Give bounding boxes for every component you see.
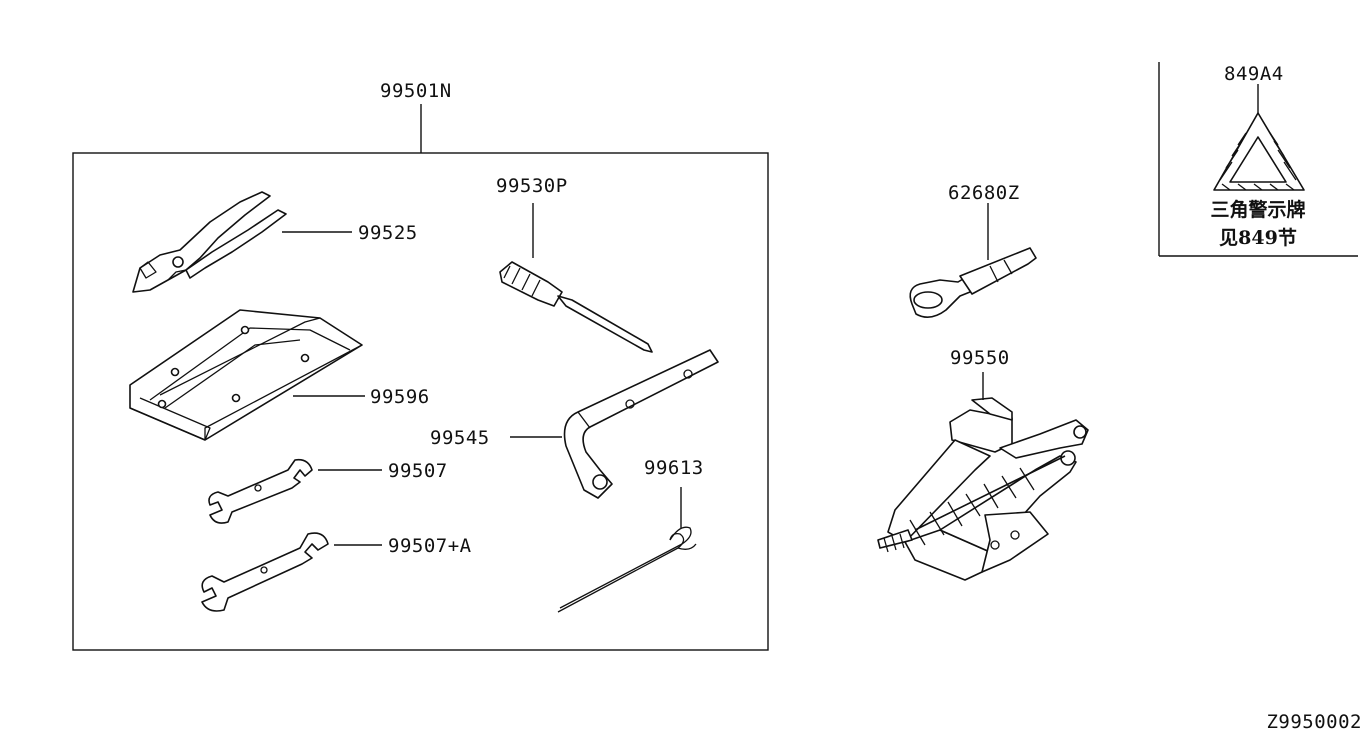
tow-hook-label[interactable]: 62680Z: [948, 182, 1020, 204]
warning-triangle-caption-2: 见849节: [1219, 227, 1297, 249]
jack-label[interactable]: 99550: [950, 347, 1010, 369]
wrench-1-drawing[interactable]: [208, 458, 313, 524]
screwdriver-drawing[interactable]: [499, 261, 653, 353]
jack-drawing[interactable]: [877, 397, 1089, 581]
diagram-id: Z9950002: [1266, 711, 1362, 733]
tow-hook-drawing[interactable]: [909, 247, 1037, 318]
pliers-label[interactable]: 99525: [358, 222, 418, 244]
tool-bag-label[interactable]: 99596: [370, 386, 430, 408]
warning-triangle-caption-1: 三角警示牌: [1210, 198, 1305, 221]
warning-triangle-icon[interactable]: [1213, 112, 1305, 191]
hook-rod-drawing[interactable]: [557, 526, 697, 613]
hook-rod-label[interactable]: 99613: [644, 457, 704, 479]
tool-bag-drawing[interactable]: [129, 309, 363, 441]
warning-triangle-reference: 849A4 三角警示牌 见849节: [1158, 62, 1358, 257]
jack-handle-label[interactable]: 99545: [430, 427, 490, 449]
jack-handle-drawing[interactable]: [563, 349, 719, 499]
kit-part-label[interactable]: 99501N: [380, 80, 452, 102]
wrench-2-label[interactable]: 99507+A: [388, 535, 472, 557]
wrench-2-drawing[interactable]: [201, 532, 329, 612]
wrench-1-label[interactable]: 99507: [388, 460, 448, 482]
pliers-drawing[interactable]: [132, 191, 287, 293]
screwdriver-label[interactable]: 99530P: [496, 175, 568, 197]
warning-triangle-part-label[interactable]: 849A4: [1224, 63, 1284, 85]
